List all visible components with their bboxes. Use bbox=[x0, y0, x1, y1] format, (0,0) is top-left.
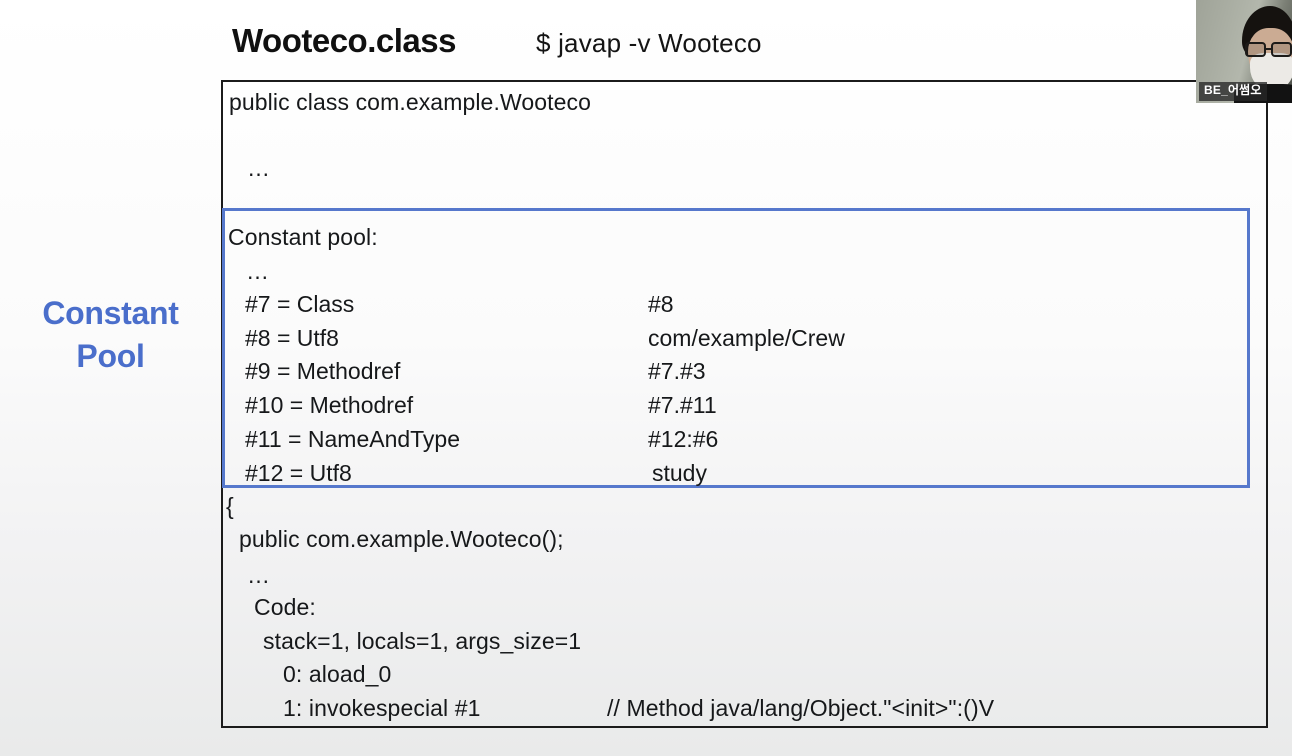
constant-pool-entry-value: #12:#6 bbox=[648, 426, 719, 452]
constant-pool-entry-key: #11 = NameAndType bbox=[245, 426, 461, 452]
constant-pool-entry-key: #9 = Methodref bbox=[245, 358, 401, 384]
webcam-overlay[interactable]: BE_어썸오 bbox=[1196, 0, 1292, 103]
glasses-icon bbox=[1245, 42, 1292, 57]
constant-pool-entry-key: #10 = Methodref bbox=[245, 392, 414, 418]
constant-pool-label: Constant pool: bbox=[228, 224, 378, 250]
constant-pool-entry-row: #10 = Methodref #7.#11 bbox=[245, 392, 717, 473]
constant-pool-entry-value: #7.#3 bbox=[648, 358, 706, 384]
annotation-line-1: Constant bbox=[42, 295, 179, 331]
glasses-left-lens bbox=[1245, 42, 1266, 57]
constant-pool-entry-value: com/example/Crew bbox=[648, 325, 845, 351]
constructor-declaration-line: public com.example.Wooteco(); bbox=[239, 526, 564, 552]
constant-pool-entry-row: #12 = Utf8 study bbox=[245, 460, 707, 541]
constant-pool-annotation: Constant Pool bbox=[8, 292, 213, 377]
constant-pool-entry-value: #8 bbox=[648, 291, 674, 317]
constant-pool-entry-value: #7.#11 bbox=[648, 392, 717, 418]
constant-pool-entry-row: #8 = Utf8 com/example/Crew bbox=[245, 325, 845, 406]
constant-pool-entry-key: #8 = Utf8 bbox=[245, 325, 339, 351]
bytecode-instruction-0: 0: aload_0 bbox=[283, 661, 392, 687]
slide-title: Wooteco.class bbox=[232, 22, 456, 59]
glasses-right-lens bbox=[1271, 42, 1292, 57]
constant-pool-entry-row: #7 = Class #8 bbox=[245, 291, 674, 372]
stack-frame-info-line: stack=1, locals=1, args_size=1 bbox=[263, 628, 582, 654]
javap-command-text: $ javap -v Wooteco bbox=[536, 28, 762, 58]
open-brace-line: { bbox=[226, 493, 234, 519]
body-ellipsis: … bbox=[247, 562, 272, 588]
class-declaration-line: public class com.example.Wooteco bbox=[229, 89, 591, 115]
webcam-participant-figure bbox=[1234, 6, 1292, 103]
constant-pool-entry-value: study bbox=[652, 460, 707, 486]
glasses-bridge bbox=[1266, 48, 1271, 50]
header-ellipsis: … bbox=[247, 155, 272, 181]
constant-pool-entry-key: #12 = Utf8 bbox=[245, 460, 352, 486]
annotation-line-2: Pool bbox=[76, 337, 145, 374]
bytecode-instruction-1: 1: invokespecial #1 bbox=[283, 695, 481, 721]
constant-pool-entry-row: #11 = NameAndType #12:#6 bbox=[245, 426, 718, 507]
constant-pool-entry-key: #7 = Class bbox=[245, 291, 355, 317]
bytecode-instruction-1-comment: // Method java/lang/Object."<init>":()V bbox=[607, 695, 995, 721]
constant-pool-ellipsis: … bbox=[246, 258, 271, 284]
code-attribute-label: Code: bbox=[254, 594, 316, 620]
constant-pool-entry-row: #9 = Methodref #7.#3 bbox=[245, 358, 706, 439]
webcam-participant-name-label: BE_어썸오 bbox=[1199, 82, 1267, 101]
